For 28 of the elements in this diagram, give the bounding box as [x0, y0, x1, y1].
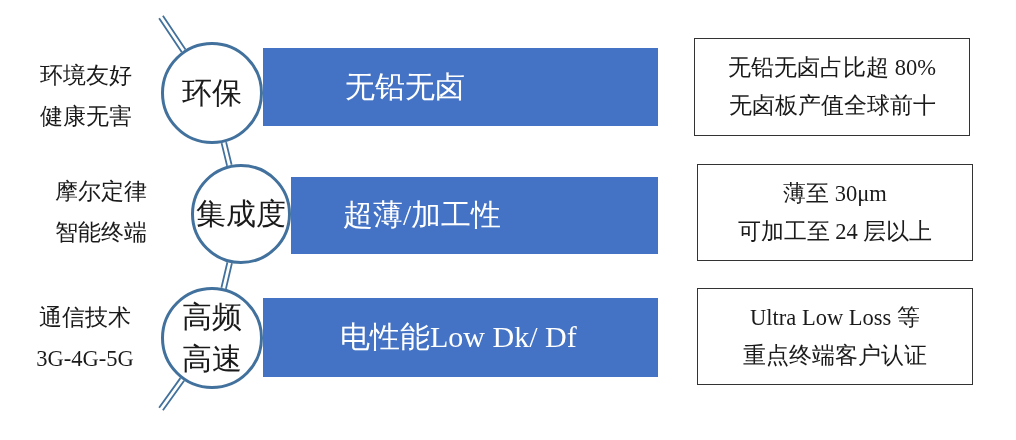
connector-line	[158, 14, 187, 53]
side-note: 健康无害	[40, 103, 132, 131]
side-note: 3G-4G-5G	[36, 345, 134, 373]
side-note: 摩尔定律	[55, 178, 147, 206]
feature-text: 超薄/加工性	[343, 197, 502, 233]
note-text: Ultra Low Loss 等	[750, 303, 920, 332]
connector-line	[158, 377, 185, 412]
topic-text: 环保	[182, 75, 242, 111]
banner-bar	[263, 298, 658, 377]
note-text: 无铅无卤占比超 80%	[728, 54, 936, 82]
topic-text: 高频高速	[181, 299, 243, 377]
banner-bar	[291, 177, 658, 254]
note-text: 可加工至 24 层以上	[737, 217, 933, 246]
banner-bar	[263, 48, 658, 126]
side-note: 通信技术	[39, 304, 131, 332]
side-note: 环境友好	[40, 62, 132, 90]
side-note: 智能终端	[55, 219, 147, 247]
topic-text: 集成度	[196, 196, 286, 232]
note-box	[697, 288, 973, 385]
note-text: 无卤板产值全球前十	[728, 92, 936, 120]
note-text: 重点终端客户认证	[743, 341, 927, 370]
note-box	[697, 164, 973, 261]
connector-line	[220, 141, 233, 167]
feature-text: 无铅无卤	[345, 68, 465, 105]
note-box	[694, 38, 970, 136]
feature-text: 电性能Low Dk/ Df	[340, 319, 577, 355]
connector-line	[220, 261, 233, 290]
note-text: 薄至 30μm	[783, 179, 887, 208]
